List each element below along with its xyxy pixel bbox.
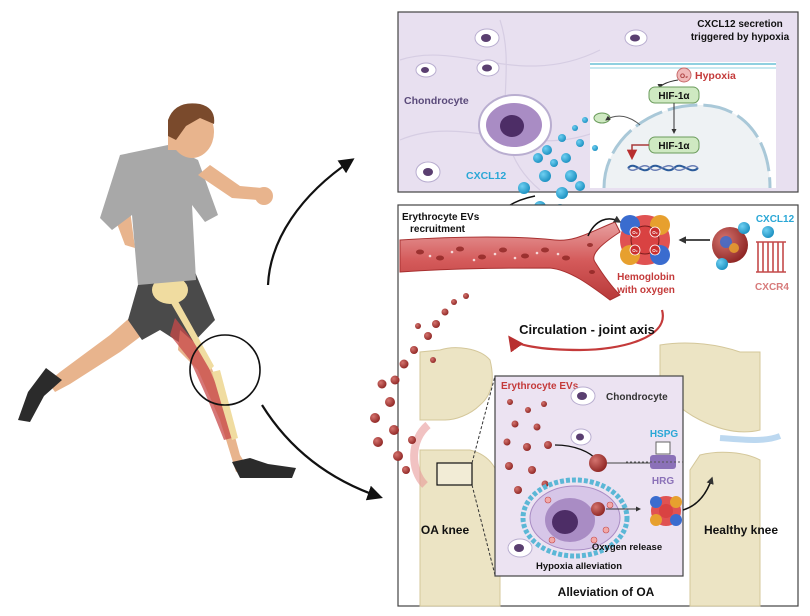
bound-ev-icon [589,454,607,472]
hemoglobin-label-line1: Hemoglobin [617,272,675,283]
hemoglobin-o2-c: O₂ [632,248,638,253]
runner-hair [168,103,215,140]
secretory-vesicle [593,112,611,124]
top-title-line1: CXCL12 secretion [697,19,783,30]
cxcr4-label: CXCR4 [755,282,789,293]
leg-muscle [170,318,232,440]
circulation-label: Circulation - joint axis [519,322,655,337]
oa-knee-bone [410,347,501,607]
hspg-label: HSPG [650,429,679,440]
alleviation-of-oa-label: Alleviation of OA [558,585,655,599]
inset-chondrocyte-nucleus [552,510,578,534]
o2-molecule-icon [676,67,692,83]
top-o2-symbol: O₂ [680,73,688,80]
back-shoe-icon [18,368,62,422]
top-cxcl12-label: CXCL12 [466,170,506,182]
pericellular-matrix [520,477,630,559]
hif1a-lower-label: HIF-1α [658,141,690,152]
hemoglobin-icon: O₂ O₂ O₂ O₂ [620,215,670,265]
bottom-panel: Erythrocyte EVs recruitment [370,204,799,607]
oa-knee-label: OA knee [421,523,470,537]
recruit-label-line1: Erythrocyte EVs [402,212,480,223]
healthy-knee-bone [659,342,782,607]
circulation-arrow [508,309,664,353]
healthy-knee-label: Healthy knee [704,523,778,537]
runner-illustration [18,103,296,478]
arrow-to-bottom-panel [261,404,383,501]
top-chondrocyte-label: Chondrocyte [404,95,469,107]
top-title-line2: triggered by hypoxia [691,32,790,43]
oxygen-release-label: Oxygen release [592,542,662,553]
inset-hemoglobin-icon [650,496,682,526]
middle-cxcl12-label: CXCL12 [756,214,795,225]
hemoglobin-o2-d: O₂ [652,248,658,253]
inset-chondrocyte-label: Chondrocyte [606,392,668,403]
zoom-source-box [436,462,473,486]
knee-highlight-circle [189,334,261,406]
blood-vessel [399,221,621,301]
erythrocyte-ev-dots [370,293,469,474]
recruit-label-line2: recruitment [410,224,466,235]
hrg-label: HRG [652,476,674,487]
inset-ev-dots [503,399,552,494]
front-shoe-icon [232,458,296,478]
inset-erythrocyte-evs-label: Erythrocyte EVs [501,381,579,392]
cxcr4-receptor-icon [756,241,786,273]
hypoxia-alleviation-label: Hypoxia alleviation [536,561,622,572]
hypoxia-label: Hypoxia [695,70,736,82]
top-panel: Chondrocyte CXCL12 secretion triggered b… [397,11,799,199]
hemoglobin-label-line2: with oxygen [616,285,675,296]
shirt [100,145,218,285]
hspg-icon [655,441,671,455]
hemoglobin-o2-a: O₂ [632,230,638,235]
hemoglobin-o2-b: O₂ [652,230,658,235]
cxcl12-dots-top [518,117,598,199]
hif1a-upper-label: HIF-1α [658,91,690,102]
arrow-to-top-panel [266,158,355,286]
